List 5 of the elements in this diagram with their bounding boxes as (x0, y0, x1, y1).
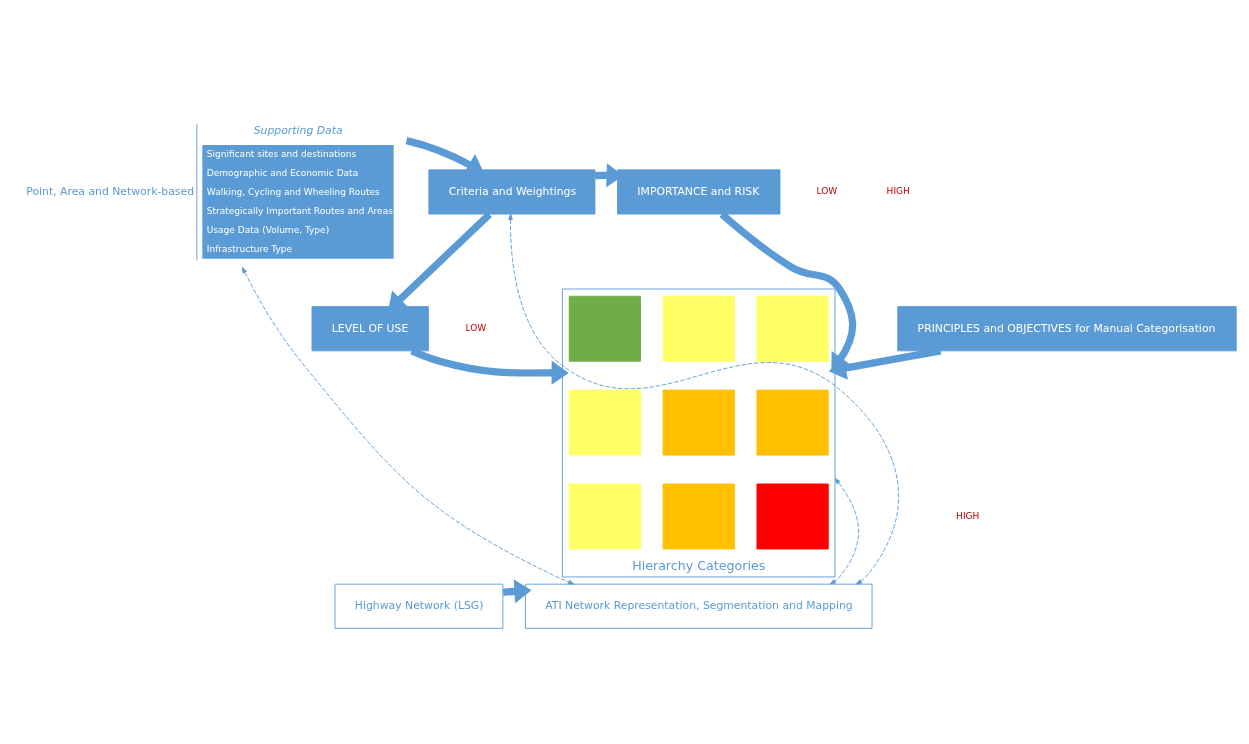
label: LOW (816, 185, 838, 196)
label: HIGH (886, 185, 910, 196)
label: HIGH (956, 510, 980, 521)
node-label: Point, Area and Network-based (26, 184, 195, 198)
label: LOW (465, 322, 487, 333)
